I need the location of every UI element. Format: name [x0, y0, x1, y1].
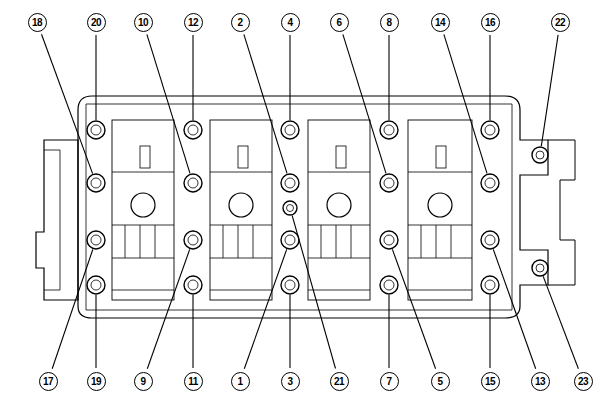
leader-line	[147, 249, 189, 368]
leader-line	[541, 35, 558, 146]
callout-number: 2	[237, 17, 242, 28]
callout-number: 7	[386, 376, 391, 387]
callout-number: 13	[535, 376, 545, 387]
callout-number: 4	[287, 17, 292, 28]
leader-line	[52, 250, 93, 369]
callout-circle: 8	[380, 13, 399, 32]
callout-number: 11	[188, 376, 198, 387]
callout-circle: 12	[184, 13, 203, 32]
callout-circle: 11	[184, 372, 203, 391]
callout-circle: 4	[281, 13, 300, 32]
callout-number: 22	[555, 17, 565, 28]
callout-number: 14	[435, 17, 445, 28]
leader-line	[388, 35, 389, 120]
callout-circle: 2	[231, 13, 250, 32]
callout-circle: 6	[330, 13, 349, 32]
callout-circle: 9	[134, 372, 153, 391]
callout-number: 10	[138, 17, 148, 28]
callout-circle: 10	[134, 13, 153, 32]
leader-line	[392, 249, 435, 368]
leader-line	[244, 34, 287, 173]
callout-circle: 21	[330, 372, 349, 391]
leader-line	[289, 295, 290, 368]
callout-number: 20	[91, 17, 101, 28]
leader-line	[95, 35, 96, 120]
callout-circle: 19	[87, 372, 106, 391]
leader-line	[192, 295, 193, 368]
callout-number: 17	[43, 376, 53, 387]
leader-line	[147, 34, 190, 173]
leader-line	[95, 295, 96, 368]
leader-line	[489, 295, 490, 368]
callout-circle: 20	[87, 13, 106, 32]
callout-number: 1	[237, 376, 242, 387]
callout-circle: 13	[531, 372, 550, 391]
callout-number: 6	[336, 17, 341, 28]
callout-circle: 18	[28, 13, 47, 32]
callout-circle: 23	[574, 372, 593, 391]
leader-line	[244, 249, 286, 368]
leader-line	[292, 216, 335, 369]
leader-line	[289, 35, 290, 120]
callout-number: 16	[485, 17, 495, 28]
callout-circle: 14	[431, 13, 450, 32]
leader-line	[543, 276, 578, 368]
callout-number: 21	[334, 376, 344, 387]
callout-number: 3	[287, 376, 292, 387]
callout-number: 18	[32, 17, 42, 28]
callout-circle: 15	[481, 372, 500, 391]
callout-circle: 5	[431, 372, 450, 391]
leader-line	[388, 295, 389, 368]
callout-circle: 3	[281, 372, 300, 391]
leader-line	[444, 34, 487, 173]
callout-number: 12	[188, 17, 198, 28]
leader-line	[192, 35, 193, 120]
callout-circle: 17	[39, 372, 58, 391]
callout-number: 19	[91, 376, 101, 387]
leader-line	[343, 34, 386, 173]
callout-circle: 7	[380, 372, 399, 391]
callout-number: 9	[140, 376, 145, 387]
callout-circle: 1	[231, 372, 250, 391]
leader-line	[42, 34, 93, 173]
callout-number: 23	[578, 376, 588, 387]
leader-line	[493, 249, 535, 368]
callout-circle: 16	[481, 13, 500, 32]
callout-number: 8	[386, 17, 391, 28]
callout-number: 5	[437, 376, 442, 387]
callout-number: 15	[485, 376, 495, 387]
leader-line	[489, 35, 490, 120]
callout-circle: 22	[551, 13, 570, 32]
